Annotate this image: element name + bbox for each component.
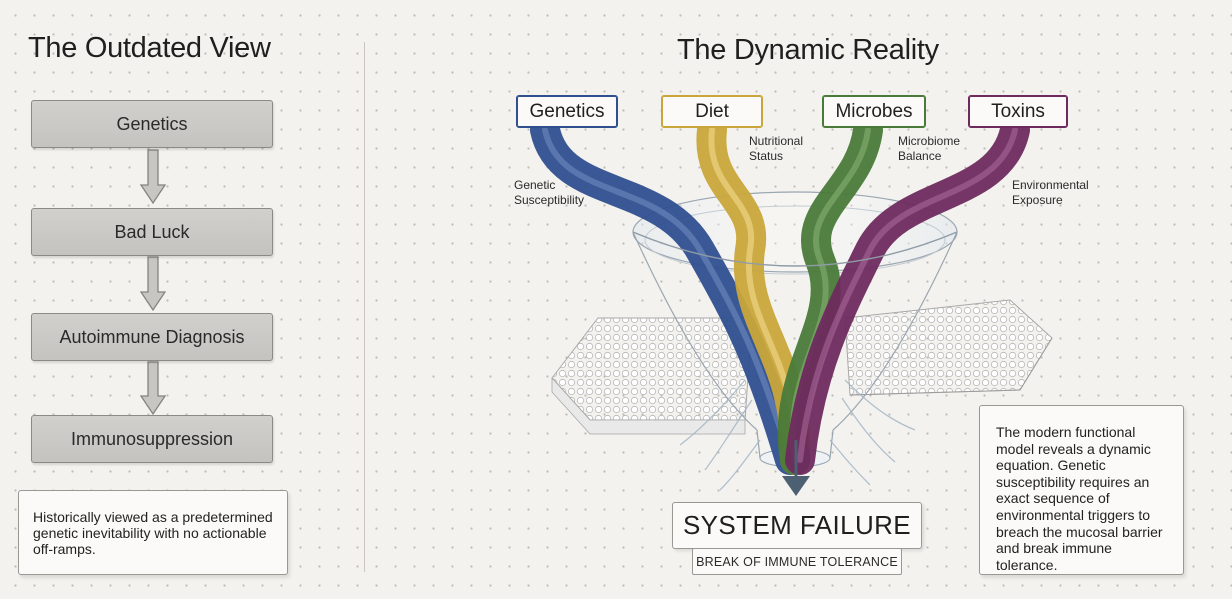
caption-nutritional-status: Nutritional Status bbox=[749, 134, 804, 163]
caption-environmental-exposure: Environmental Exposure bbox=[1012, 178, 1089, 207]
factor-toxins: Toxins bbox=[968, 95, 1068, 128]
system-failure-label: SYSTEM FAILURE bbox=[672, 502, 922, 549]
step-bad-luck: Bad Luck bbox=[31, 208, 273, 256]
break-of-immune-tolerance-label: BREAK OF IMMUNE TOLERANCE bbox=[692, 548, 902, 575]
factor-genetics: Genetics bbox=[516, 95, 618, 128]
outdated-view-title: The Outdated View bbox=[28, 32, 271, 64]
panel-divider bbox=[364, 42, 365, 572]
step-autoimmune-diagnosis: Autoimmune Diagnosis bbox=[31, 313, 273, 361]
factor-diet: Diet bbox=[661, 95, 763, 128]
splash-lines bbox=[679, 379, 916, 491]
membrane-left bbox=[551, 317, 753, 435]
stream-toxins bbox=[785, 115, 1030, 475]
factor-microbes: Microbes bbox=[822, 95, 926, 128]
outdated-view-note: Historically viewed as a predetermined g… bbox=[18, 490, 288, 575]
flow-arrows bbox=[139, 149, 167, 416]
membrane-right bbox=[844, 299, 1053, 396]
dynamic-reality-note: The modern functional model reveals a dy… bbox=[979, 405, 1184, 575]
step-genetics: Genetics bbox=[31, 100, 273, 148]
step-immunosuppression: Immunosuppression bbox=[31, 415, 273, 463]
output-arrow bbox=[782, 440, 810, 496]
caption-genetic-susceptibility: Genetic Susceptibility bbox=[514, 178, 585, 207]
stream-genetics bbox=[530, 115, 805, 475]
dynamic-reality-title: The Dynamic Reality bbox=[677, 34, 939, 66]
caption-microbiome-balance: Microbiome Balance bbox=[898, 134, 961, 163]
